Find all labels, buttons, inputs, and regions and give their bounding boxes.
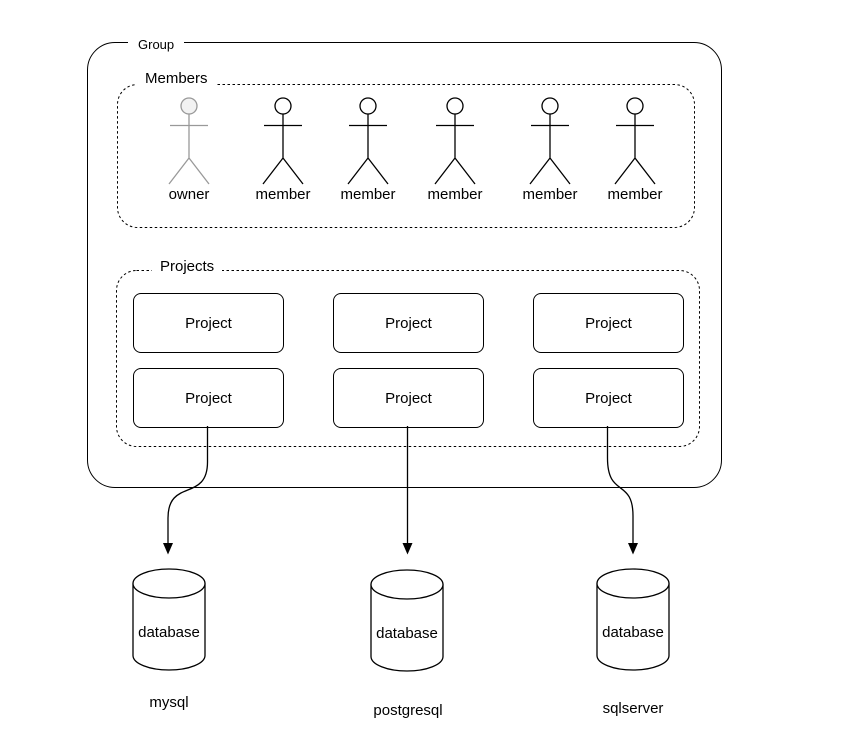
- project-label: Project: [585, 314, 632, 332]
- actor-member-5: member: [603, 97, 667, 203]
- engine-label-postgresql: postgresql: [373, 702, 443, 719]
- project-label: Project: [385, 389, 432, 407]
- actor-member-2: member: [336, 97, 400, 203]
- database-label: database: [138, 624, 200, 641]
- member-actor-icon: [434, 97, 476, 185]
- actor-role-label: member: [340, 186, 396, 203]
- database-node-mysql: database: [132, 568, 206, 671]
- member-actor-icon: [614, 97, 656, 185]
- actor-role-label: member: [427, 186, 483, 203]
- database-cylinder-icon: [370, 569, 444, 672]
- project-node-2: Project: [333, 293, 484, 353]
- database-label: database: [602, 624, 664, 641]
- members-dashed-border: [117, 84, 695, 228]
- engine-label-mysql: mysql: [149, 694, 189, 711]
- project-node-6: Project: [533, 368, 684, 428]
- actor-role-label: member: [255, 186, 311, 203]
- actor-role-label: member: [607, 186, 663, 203]
- database-node-postgresql: database: [370, 569, 444, 672]
- member-actor-icon: [529, 97, 571, 185]
- project-node-3: Project: [533, 293, 684, 353]
- projects-label: Projects: [152, 259, 223, 274]
- actor-member-3: member: [423, 97, 487, 203]
- actor-owner: owner: [157, 97, 221, 203]
- projects-container: Projects Project Project Project Project…: [116, 259, 700, 447]
- project-label: Project: [185, 314, 232, 332]
- actor-member-1: member: [251, 97, 315, 203]
- database-label: database: [376, 625, 438, 642]
- database-cylinder-icon: [596, 568, 670, 671]
- actor-member-4: member: [518, 97, 582, 203]
- database-cylinder-icon: [132, 568, 206, 671]
- actor-role-label: member: [522, 186, 578, 203]
- actor-role-label: owner: [168, 186, 210, 203]
- project-node-4: Project: [133, 368, 284, 428]
- project-label: Project: [385, 314, 432, 332]
- project-node-1: Project: [133, 293, 284, 353]
- member-actor-icon: [347, 97, 389, 185]
- group-container: Group Members owner member: [87, 38, 722, 488]
- owner-actor-icon: [168, 97, 210, 185]
- engine-label-sqlserver: sqlserver: [602, 700, 664, 717]
- member-actor-icon: [262, 97, 304, 185]
- project-node-5: Project: [333, 368, 484, 428]
- database-node-sqlserver: database: [596, 568, 670, 671]
- group-label: Group: [128, 38, 185, 52]
- members-label: Members: [137, 71, 216, 86]
- project-label: Project: [185, 389, 232, 407]
- projects-dashed-border: [116, 270, 700, 447]
- members-container: Members owner member: [117, 71, 695, 228]
- project-label: Project: [585, 389, 632, 407]
